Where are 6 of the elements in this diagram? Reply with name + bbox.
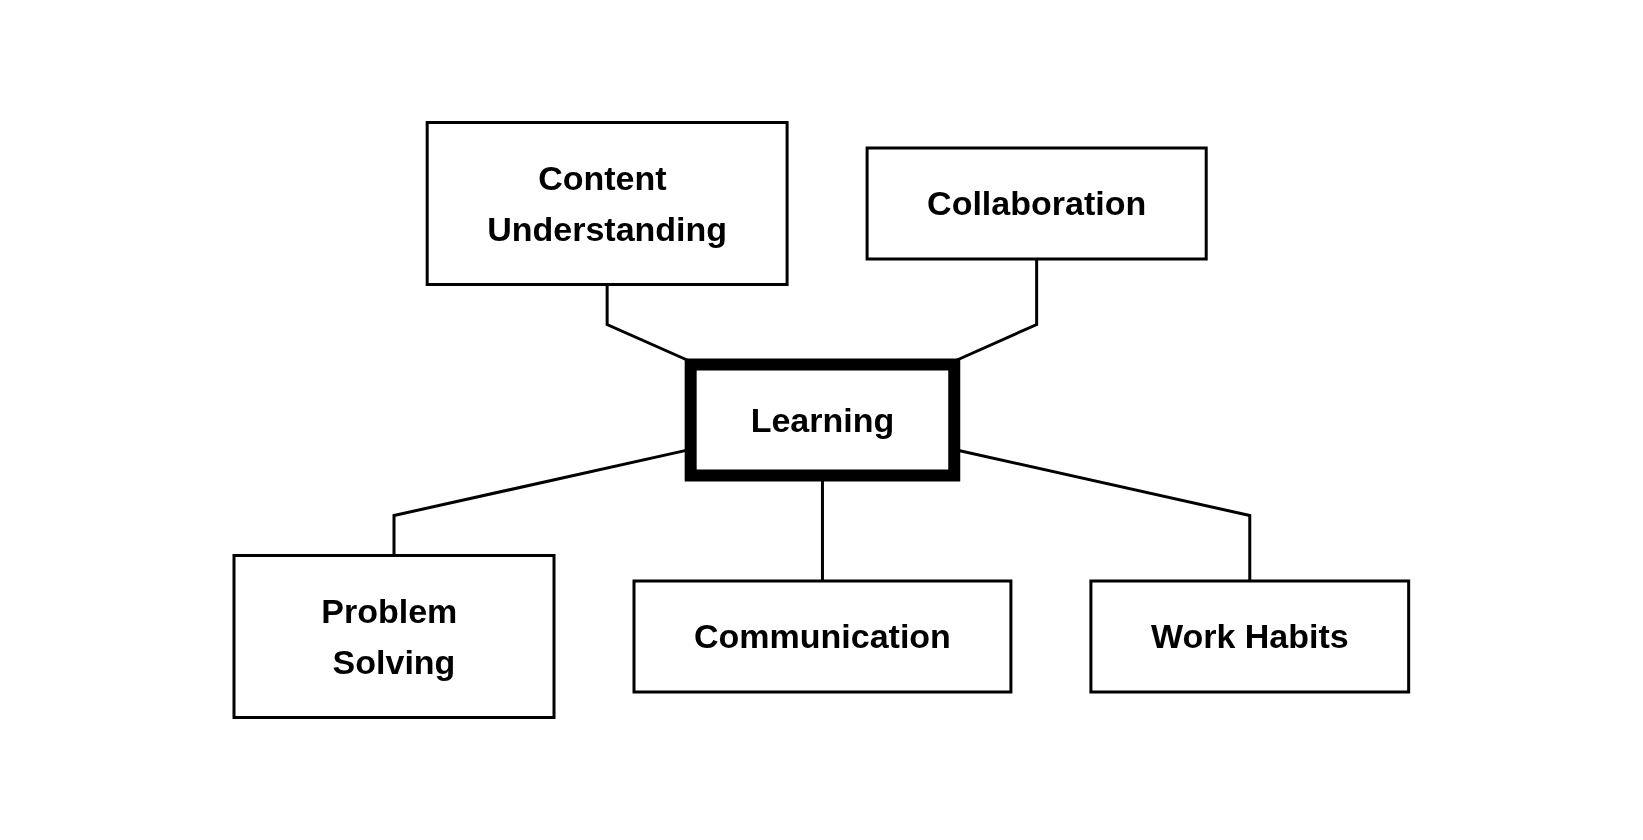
node-box: Learning xyxy=(684,358,961,482)
node-box: Collaboration xyxy=(865,146,1208,261)
node-box: Problem Solving xyxy=(232,554,556,719)
node-box: Communication xyxy=(632,579,1013,694)
node-box: Work Habits xyxy=(1089,579,1411,694)
node-box: Content Understanding xyxy=(425,121,789,286)
